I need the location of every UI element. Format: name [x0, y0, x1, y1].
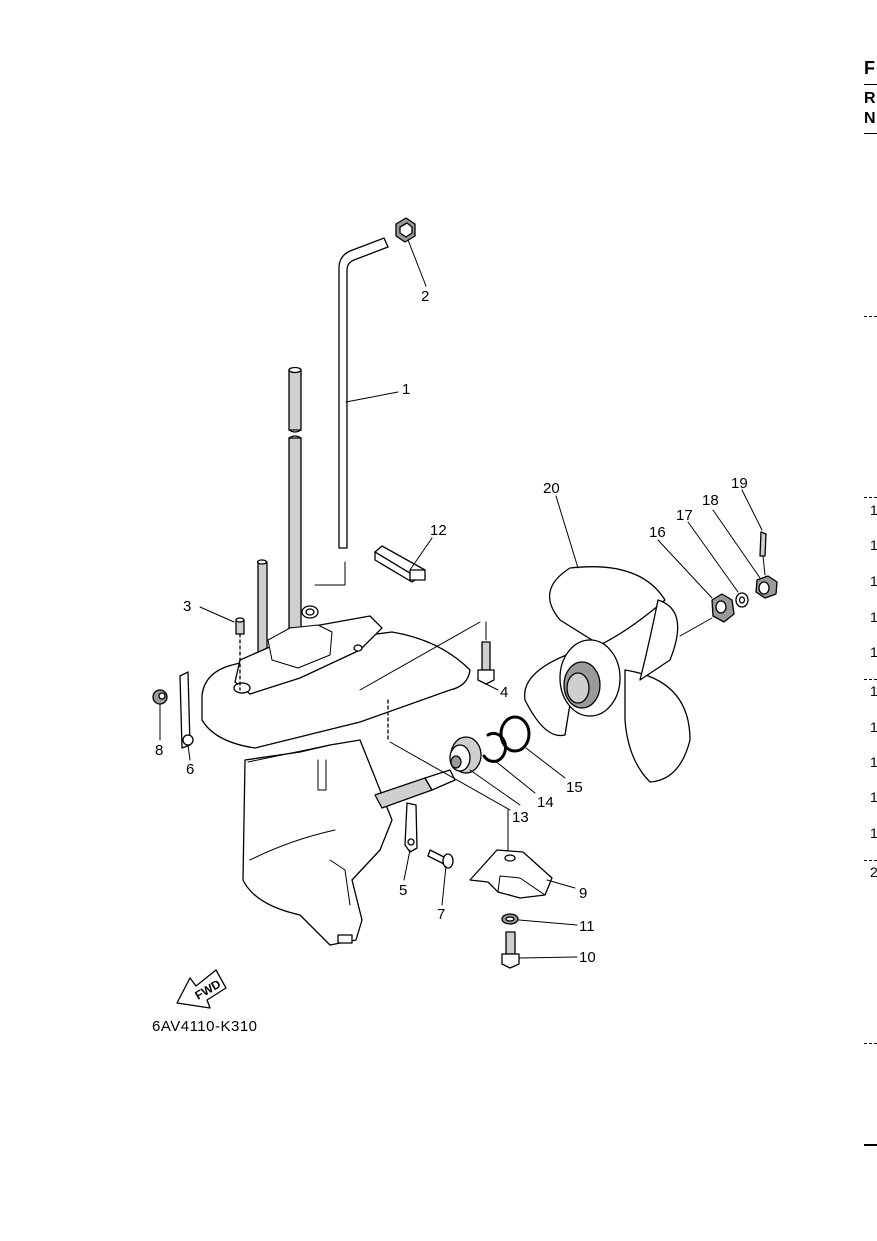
- part-6-bracket: [179, 671, 194, 749]
- part-9-anode: [469, 849, 553, 899]
- callout-13: 13: [512, 809, 529, 826]
- callout-12: 12: [430, 522, 447, 539]
- callout-1: 1: [402, 381, 410, 398]
- margin-header-r: R: [864, 90, 876, 107]
- part-20-propeller: [524, 566, 691, 783]
- margin-header-f: F: [864, 58, 875, 78]
- margin-dashed-rule: [864, 497, 877, 498]
- callout-10: 10: [579, 949, 596, 966]
- part-13-thrust-holder: [449, 736, 482, 774]
- callout-6: 6: [186, 761, 194, 778]
- part-14-circlip: [482, 731, 507, 763]
- part-3-dowel-pin: [235, 617, 245, 691]
- margin-row-digit: 1: [870, 683, 877, 699]
- part-8-nut: [152, 689, 168, 705]
- part-1-water-tube: [338, 237, 389, 549]
- part-10-bolt: [501, 931, 520, 969]
- drive-shaft: [288, 366, 302, 629]
- margin-rule: [864, 1144, 877, 1146]
- fwd-arrow-icon: FWD: [176, 969, 227, 1009]
- margin-row-digit: 1: [870, 719, 877, 735]
- part-17-washer: [735, 592, 749, 608]
- callout-11: 11: [579, 918, 595, 935]
- part-code-label: 6AV4110-K310: [152, 1018, 258, 1035]
- margin-row-digit: 2: [870, 864, 877, 880]
- callout-7: 7: [437, 906, 445, 923]
- margin-row-digit: 1: [870, 609, 877, 625]
- part-15-o-ring: [499, 715, 531, 753]
- margin-row-digit: 1: [870, 573, 877, 589]
- margin-rule: [864, 84, 877, 85]
- part-2-grommet: [395, 217, 416, 243]
- part-4-bolt: [477, 621, 495, 685]
- part-19-cotter-pin: [759, 531, 767, 576]
- margin-dashed-rule: [864, 1043, 877, 1044]
- margin-dashed-rule: [864, 679, 877, 680]
- callout-16: 16: [649, 524, 666, 541]
- callout-17: 17: [676, 507, 693, 524]
- margin-row-digit: 1: [870, 502, 877, 518]
- callout-15: 15: [566, 779, 583, 796]
- margin-row-digit: 1: [870, 789, 877, 805]
- callout-2: 2: [421, 288, 429, 305]
- margin-rule: [864, 133, 877, 134]
- callout-numbers: 1 2 3 4 5 6 7 8 9 10 11 12 13 14 15 16 1…: [155, 288, 748, 966]
- callout-5: 5: [399, 882, 407, 899]
- callout-4: 4: [500, 684, 508, 701]
- part-12-water-inlet-cover: [374, 545, 426, 583]
- margin-row-digit: 1: [870, 754, 877, 770]
- part-7-screw: [427, 849, 454, 869]
- leader-lines: [159, 239, 763, 959]
- part-5-clamp: [404, 802, 418, 853]
- callout-18: 18: [702, 492, 719, 509]
- callout-3: 3: [183, 598, 191, 615]
- callout-14: 14: [537, 794, 554, 811]
- callout-8: 8: [155, 742, 163, 759]
- margin-row-digit: 1: [870, 537, 877, 553]
- callout-20: 20: [543, 480, 560, 497]
- part-11-washer: [501, 913, 519, 925]
- margin-dashed-rule: [864, 316, 877, 317]
- margin-row-digit: 1: [870, 825, 877, 841]
- callout-19: 19: [731, 475, 748, 492]
- margin-header-n: N: [864, 110, 876, 127]
- margin-dashed-rule: [864, 860, 877, 861]
- part-16-spacer: [679, 593, 735, 637]
- part-18-prop-nut: [755, 575, 778, 599]
- callout-9: 9: [579, 885, 587, 902]
- margin-row-digit: 1: [870, 644, 877, 660]
